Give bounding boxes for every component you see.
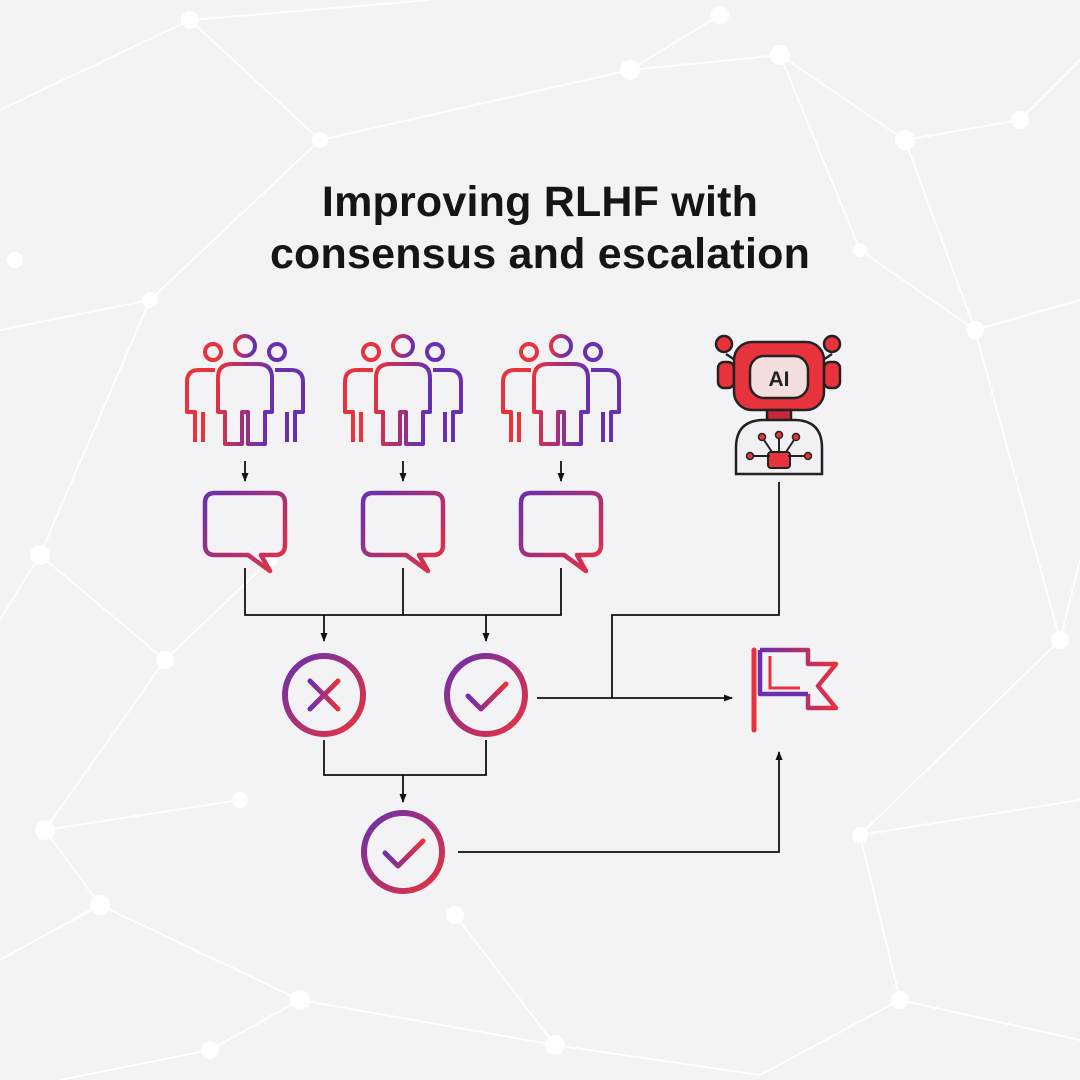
approve-check-icon — [444, 653, 528, 737]
robot-ai-label: AI — [769, 368, 790, 391]
title-line-1: Improving RLHF with — [321, 178, 759, 226]
people-group-icon — [185, 334, 305, 446]
people-group-icon — [343, 334, 463, 446]
page-title: Improving RLHF with consensus and escala… — [0, 176, 1080, 280]
final-check-icon — [361, 810, 445, 894]
title-line-2: consensus and escalation — [269, 230, 811, 278]
chat-bubble-icon — [205, 493, 285, 571]
chat-bubble-icon — [521, 493, 601, 571]
chat-bubble-icon — [363, 493, 443, 571]
robot-icon: AI — [714, 334, 842, 476]
people-group-icon — [501, 334, 621, 446]
flag-icon — [751, 647, 839, 733]
reject-x-icon — [282, 653, 366, 737]
connector-lines — [241, 461, 783, 853]
